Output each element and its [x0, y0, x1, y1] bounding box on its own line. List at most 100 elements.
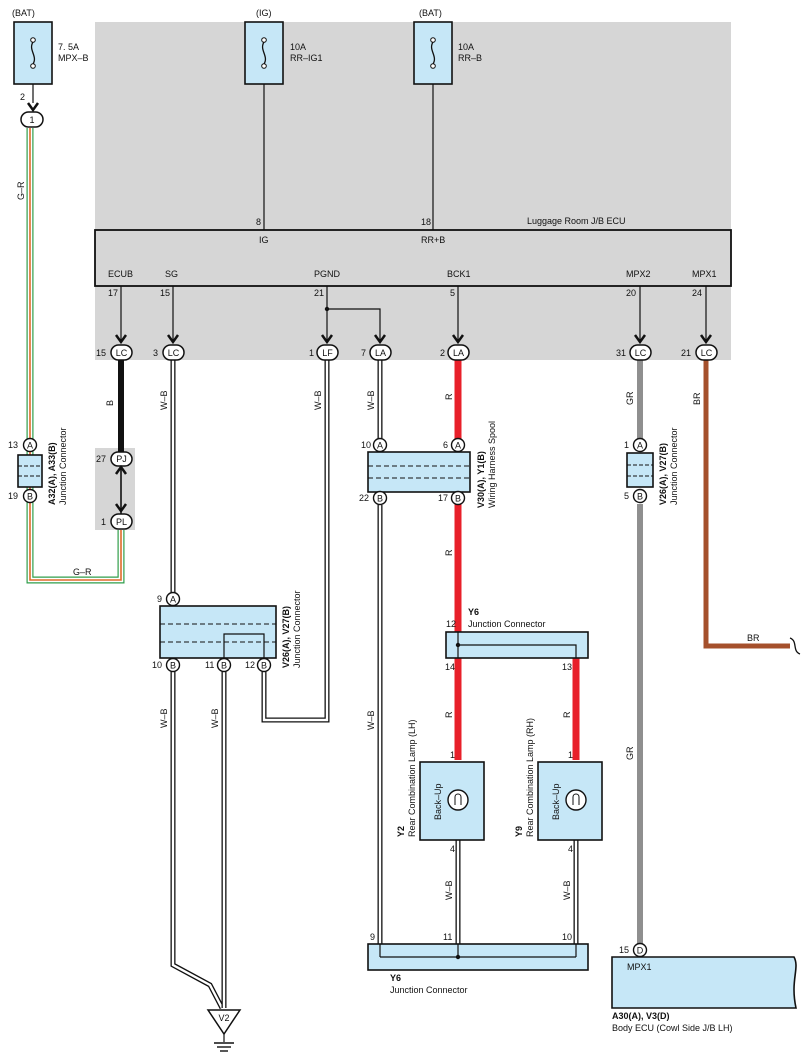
svg-text:A: A: [637, 441, 643, 451]
svg-text:PJ: PJ: [116, 454, 127, 464]
ecu-pin-pgnd-num: 21: [314, 288, 324, 298]
wire-w-b-label-pgnd: W–B: [313, 390, 323, 410]
svg-text:B: B: [221, 661, 227, 671]
svg-text:14: 14: [445, 662, 455, 672]
junction-y6-top: Y6 Junction Connector 12 14 13: [445, 607, 589, 672]
ecu-pin-ig-name: IG: [259, 235, 269, 245]
wire-b-label: B: [105, 400, 115, 406]
svg-text:1: 1: [624, 440, 629, 450]
junction-y6-bottom-id: Y6: [390, 973, 401, 983]
wiring-harness-spool: A 10 A 6 B 22 B 17 V30(A), Y1(B) Wiring …: [359, 421, 497, 508]
wire-g-r-label-vert: G–R: [16, 181, 26, 200]
spool-label: Wiring Harness Spool: [487, 421, 497, 508]
ecu-pin-rrb-name: RR+B: [421, 235, 445, 245]
ecu-pin-ig-num: 8: [256, 217, 261, 227]
svg-text:1: 1: [450, 750, 455, 760]
ecu-pin-sg-name: SG: [165, 269, 178, 279]
junction-a32-label: Junction Connector: [58, 427, 68, 505]
svg-text:10: 10: [152, 660, 162, 670]
lamp-lh: Back–Up 1 4 Y2 Rear Combination Lamp (LH…: [396, 719, 485, 854]
svg-text:21: 21: [681, 348, 691, 358]
svg-text:3: 3: [153, 348, 158, 358]
junction-v26-right: A 1 B 5 V26(A), V27(B) Junction Connecto…: [624, 427, 679, 505]
pgnd-splice: [324, 306, 330, 312]
svg-text:22: 22: [359, 493, 369, 503]
fuse-rrb-name: RR–B: [458, 53, 482, 63]
lamp-rh: Back–Up 1 4 Y9 Rear Combination Lamp (RH…: [514, 718, 603, 854]
svg-text:15: 15: [96, 348, 106, 358]
wire-w-b-set: [170, 360, 579, 1010]
connector-lc-3: LC 3: [153, 334, 185, 361]
svg-text:LC: LC: [168, 348, 180, 358]
lamp-rh-id: Y9: [514, 826, 524, 837]
ig-label: (IG): [256, 8, 272, 18]
wire-g-r-stripe: [29, 128, 122, 581]
junction-a32-id: A32(A), A33(B): [47, 442, 57, 505]
svg-text:5: 5: [624, 491, 629, 501]
lamp-rh-func: Back–Up: [551, 783, 561, 820]
svg-text:B: B: [637, 492, 643, 502]
lamp-lh-id: Y2: [396, 826, 406, 837]
ecu-pin-bck1-name: BCK1: [447, 269, 471, 279]
svg-text:1: 1: [309, 348, 314, 358]
luggage-room-jb-ecu: [94, 229, 732, 287]
svg-text:1: 1: [101, 517, 106, 527]
ground-icon: [214, 1042, 234, 1052]
bulb-rh-icon: [565, 789, 587, 811]
ecu-pin-ecub-num: 17: [108, 288, 118, 298]
svg-text:4: 4: [568, 844, 573, 854]
svg-text:7: 7: [361, 348, 366, 358]
wire-w-b-label-long: W–B: [366, 710, 376, 730]
left-connector-1: 1: [20, 102, 44, 128]
connector-la-2: LA 2: [440, 334, 470, 361]
junction-y6-bottom: 9 11 10 Y6 Junction Connector: [367, 932, 589, 995]
svg-text:B: B: [170, 661, 176, 671]
svg-text:LC: LC: [116, 348, 128, 358]
lamp-rh-label: Rear Combination Lamp (RH): [525, 718, 535, 837]
ecu-pin-wires: [120, 286, 707, 340]
svg-text:2: 2: [440, 348, 445, 358]
wire-r-set: [454, 360, 580, 760]
wire-gr-label-2: GR: [625, 746, 635, 760]
svg-text:B: B: [455, 494, 461, 504]
svg-text:9: 9: [157, 594, 162, 604]
fuse-mpxb-name: MPX–B: [58, 53, 89, 63]
junction-v26-right-label: Junction Connector: [669, 427, 679, 505]
lamp-lh-func: Back–Up: [433, 783, 443, 820]
svg-text:LA: LA: [375, 348, 386, 358]
svg-text:4: 4: [450, 844, 455, 854]
svg-text:12: 12: [446, 619, 456, 629]
connector-lf-1: LF 1: [309, 334, 339, 361]
connector-pl: PL 1: [101, 503, 133, 530]
ecu-pin-mpx1-num: 24: [692, 288, 702, 298]
svg-text:13: 13: [8, 440, 18, 450]
svg-text:B: B: [377, 494, 383, 504]
junction-v26-mid-label: Junction Connector: [292, 590, 302, 668]
body-ecu-id: A30(A), V3(D): [612, 1011, 670, 1021]
fuse-rrig1-icon: [261, 37, 267, 69]
fuse-rrig1-name: RR–IG1: [290, 53, 323, 63]
left-fuse-pin: 2: [20, 92, 25, 102]
wire-r-label-1: R: [444, 393, 454, 400]
connector-lc-21: LC 21: [681, 334, 718, 361]
svg-text:LC: LC: [701, 348, 713, 358]
wire-br-break: [789, 637, 801, 655]
svg-text:PL: PL: [116, 517, 127, 527]
svg-text:V2: V2: [218, 1013, 229, 1023]
body-ecu-signal: MPX1: [627, 962, 652, 972]
svg-text:A: A: [27, 441, 33, 451]
svg-text:12: 12: [245, 660, 255, 670]
svg-text:11: 11: [205, 660, 214, 670]
wire-br: [703, 360, 790, 649]
wire-w-b-label-rh: W–B: [562, 880, 572, 900]
junction-y6-top-id: Y6: [468, 607, 479, 617]
svg-text:15: 15: [619, 945, 629, 955]
wire-w-b-label-11: W–B: [210, 708, 220, 728]
svg-text:9: 9: [370, 932, 375, 942]
svg-text:27: 27: [96, 454, 106, 464]
left-connector-1-label: 1: [29, 115, 34, 125]
fuse-mpxb-icon: [30, 37, 36, 69]
bulb-lh-icon: [447, 789, 469, 811]
ecu-pin-ecub-name: ECUB: [108, 269, 133, 279]
